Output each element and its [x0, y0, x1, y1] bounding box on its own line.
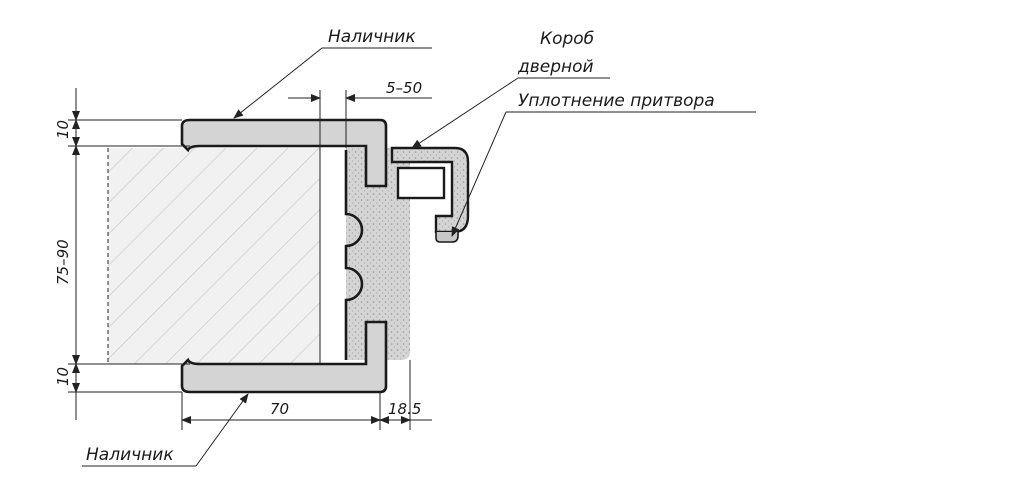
casing-top [180, 118, 388, 188]
label-seal: Уплотнение притвора [518, 91, 715, 111]
label-casing-top: Наличник [328, 27, 416, 47]
label-casing-bottom: Наличник [86, 445, 174, 465]
dim-wall-thickness: 75–90 [54, 239, 72, 285]
dim-gap: 5–50 [386, 79, 422, 97]
casing-bottom [180, 320, 388, 394]
dimension-gap [288, 90, 432, 148]
dimension-bottom [181, 360, 432, 430]
door-frame-profile [344, 146, 470, 360]
dim-casing-width: 70 [270, 400, 289, 418]
dim-bottom-casing-thickness: 10 [54, 367, 72, 386]
leader-casing-top [233, 47, 432, 119]
dim-top-casing-thickness: 10 [54, 120, 72, 139]
leader-door-frame [411, 77, 610, 149]
wall-section [107, 148, 321, 364]
dimension-left [68, 88, 190, 420]
seal-profile [435, 232, 459, 243]
label-frame-line1: Короб [540, 29, 594, 49]
leader-casing-bottom [82, 393, 249, 467]
dim-casing-offset: 18.5 [388, 400, 421, 418]
label-frame-line2: дверной [517, 57, 594, 77]
leader-seal [451, 111, 756, 237]
